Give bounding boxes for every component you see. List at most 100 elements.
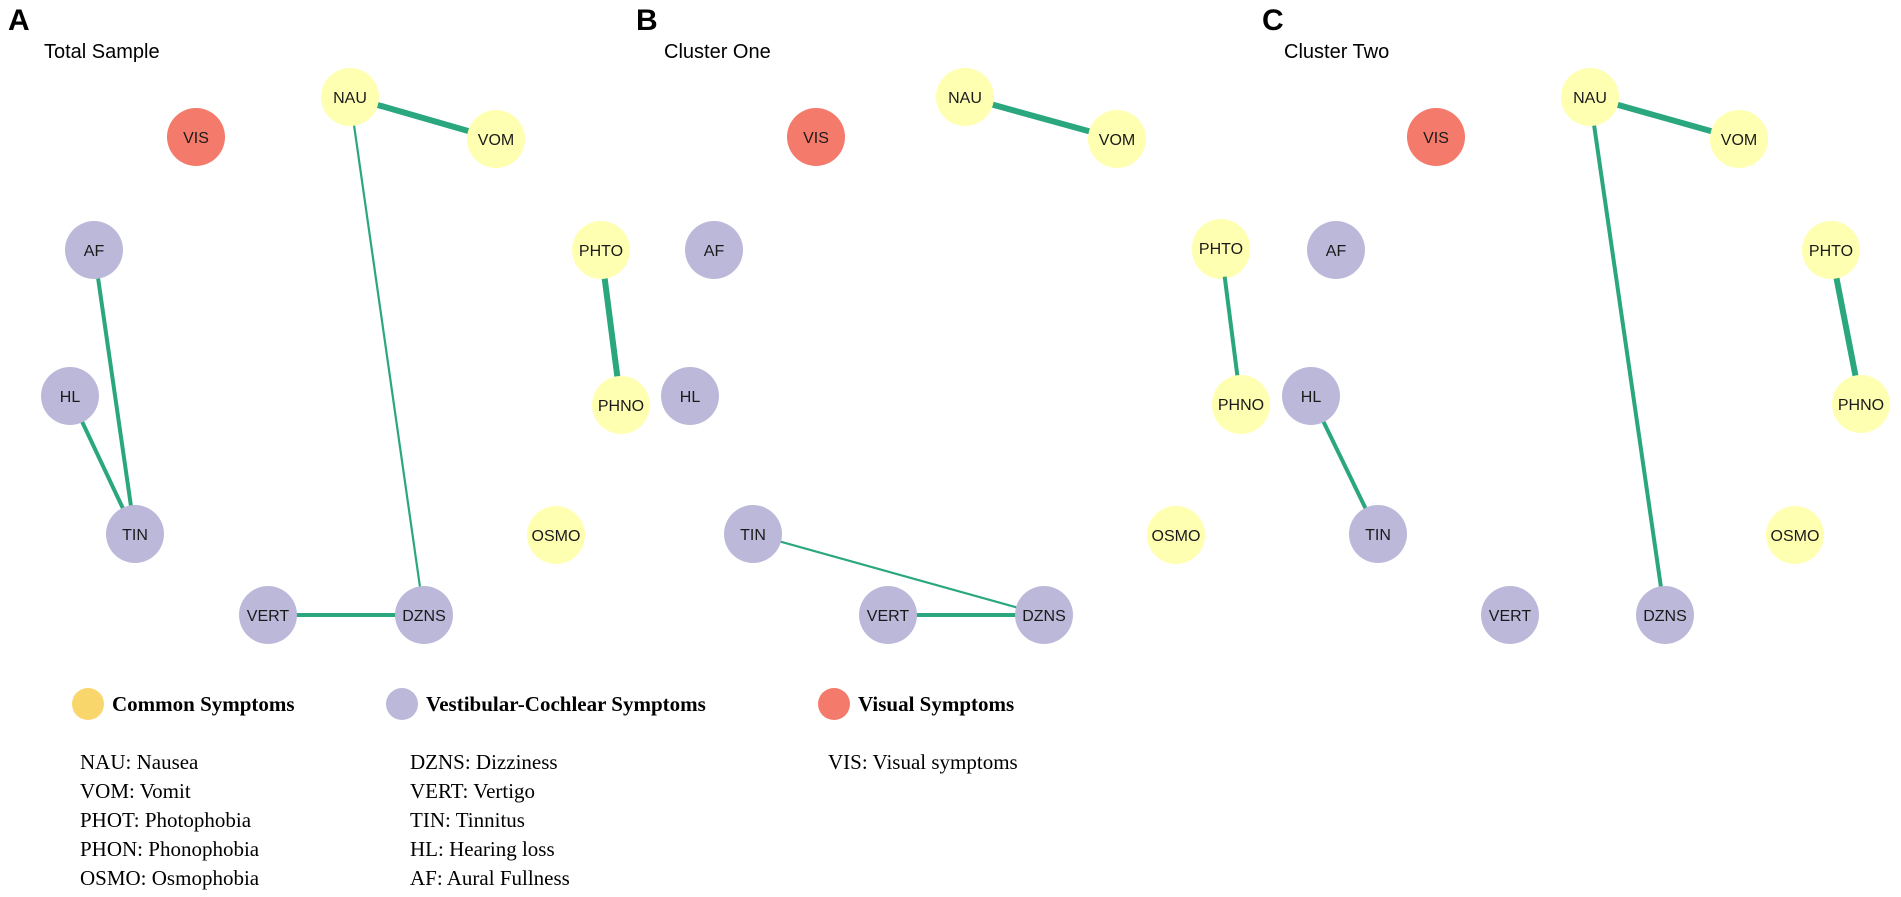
node-nau: NAU	[321, 68, 379, 126]
node-circle	[41, 367, 99, 425]
node-circle	[936, 68, 994, 126]
node-label: TIN	[1365, 527, 1391, 544]
abbreviation-item: TIN: Tinnitus	[410, 808, 525, 832]
panel-letter: A	[8, 4, 30, 37]
node-dzns: DZNS	[1015, 586, 1073, 644]
panel-letter: C	[1262, 4, 1284, 37]
node-vert: VERT	[239, 586, 297, 644]
node-circle	[1561, 68, 1619, 126]
node-label: DZNS	[1643, 608, 1687, 625]
abbreviation-item: HL: Hearing loss	[410, 837, 555, 861]
node-vom: VOM	[1710, 110, 1768, 168]
node-circle	[1710, 110, 1768, 168]
node-label: HL	[60, 389, 81, 406]
node-circle	[1832, 375, 1890, 433]
node-dzns: DZNS	[1636, 586, 1694, 644]
edges	[1219, 94, 1864, 617]
node-hl: HL	[1282, 367, 1340, 425]
vestibular-symptoms-swatch	[386, 688, 418, 720]
abbreviation-item: PHON: Phonophobia	[80, 837, 260, 861]
node-af: AF	[1307, 221, 1365, 279]
node-label: NAU	[1573, 90, 1607, 107]
node-hl: HL	[41, 367, 99, 425]
edge-nau-dzns	[1588, 95, 1667, 617]
abbreviation-item: PHOT: Photophobia	[80, 808, 252, 832]
node-circle	[592, 376, 650, 434]
edge-tin-dzns	[751, 532, 1046, 617]
node-circle	[1636, 586, 1694, 644]
node-circle	[661, 367, 719, 425]
node-dzns: DZNS	[395, 586, 453, 644]
node-label: PHTO	[1199, 241, 1243, 258]
node-vom: VOM	[1088, 110, 1146, 168]
legend-key-vestibular: Vestibular-Cochlear Symptoms	[386, 684, 706, 724]
node-circle	[239, 586, 297, 644]
node-circle	[1407, 108, 1465, 166]
node-osmo: OSMO	[1147, 506, 1205, 564]
node-phto: PHTO	[1192, 219, 1250, 277]
node-circle	[1802, 221, 1860, 279]
abbreviations-vestibular: DZNS: Dizziness VERT: Vertigo TIN: Tinni…	[410, 748, 570, 893]
node-circle	[321, 68, 379, 126]
node-circle	[527, 506, 585, 564]
abbreviation-item: AF: Aural Fullness	[410, 866, 570, 890]
node-label: VIS	[183, 130, 209, 147]
node-circle	[724, 505, 782, 563]
node-circle	[467, 110, 525, 168]
node-label: TIN	[122, 527, 148, 544]
panel-title: Total Sample	[44, 41, 160, 63]
node-nau: NAU	[1561, 68, 1619, 126]
visual-symptoms-swatch	[818, 688, 850, 720]
node-circle	[395, 586, 453, 644]
abbreviation-item: OSMO: Osmophobia	[80, 866, 260, 890]
abbreviation-item: VOM: Vomit	[80, 779, 191, 803]
node-tin: TIN	[724, 505, 782, 563]
node-label: OSMO	[1152, 528, 1201, 545]
node-circle	[1766, 506, 1824, 564]
abbreviation-item: DZNS: Dizziness	[410, 750, 558, 774]
node-nau: NAU	[936, 68, 994, 126]
node-label: VIS	[1423, 130, 1449, 147]
node-label: VOM	[478, 132, 514, 149]
node-hl: HL	[661, 367, 719, 425]
node-circle	[1307, 221, 1365, 279]
node-label: AF	[84, 243, 105, 260]
node-label: DZNS	[1022, 608, 1066, 625]
legend-key-visual: Visual Symptoms	[818, 684, 1014, 724]
node-label: PHTO	[1809, 243, 1853, 260]
node-label: HL	[1301, 389, 1322, 406]
node-vert: VERT	[859, 586, 917, 644]
node-circle	[1088, 110, 1146, 168]
node-circle	[1282, 367, 1340, 425]
node-circle	[685, 221, 743, 279]
legend-key-vestibular-label: Vestibular-Cochlear Symptoms	[426, 691, 706, 716]
node-osmo: OSMO	[1766, 506, 1824, 564]
panel-title: Cluster One	[664, 41, 771, 63]
node-label: TIN	[740, 527, 766, 544]
node-circle	[572, 221, 630, 279]
node-label: VOM	[1721, 132, 1757, 149]
node-vis: VIS	[1407, 108, 1465, 166]
node-circle	[1349, 505, 1407, 563]
edge-af-tin	[92, 248, 137, 536]
node-label: OSMO	[1771, 528, 1820, 545]
node-label: NAU	[333, 90, 367, 107]
node-label: AF	[704, 243, 725, 260]
node-label: VERT	[1489, 608, 1532, 625]
node-vis: VIS	[787, 108, 845, 166]
node-vis: VIS	[167, 108, 225, 166]
abbreviation-item: VERT: Vertigo	[410, 779, 536, 803]
legend-key-common-label: Common Symptoms	[112, 691, 295, 716]
node-circle	[1015, 586, 1073, 644]
abbreviations-common: NAU: Nausea VOM: Vomit PHOT: Photophobia…	[80, 748, 259, 893]
node-phno: PHNO	[1832, 375, 1890, 433]
node-circle	[1147, 506, 1205, 564]
node-circle	[1481, 586, 1539, 644]
node-phno: PHNO	[1212, 375, 1270, 433]
node-tin: TIN	[1349, 505, 1407, 563]
node-circle	[859, 586, 917, 644]
abbreviation-item: VIS: Visual symptoms	[828, 750, 1018, 774]
node-osmo: OSMO	[527, 506, 585, 564]
